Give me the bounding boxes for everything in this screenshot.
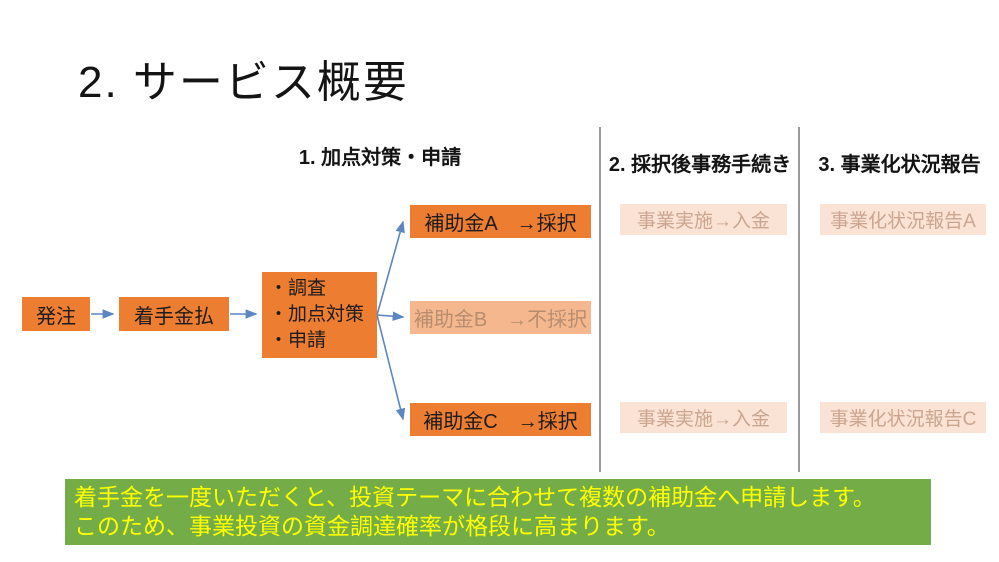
phase-header-1: 1. 加点対策・申請 [298,147,462,169]
banner-line-1: 着手金を一度いただくと、投資テーマに合わせて複数の補助金へ申請します。 [74,484,876,510]
column-divider-2 [798,127,800,472]
tasks-box: ・調査 ・加点対策 ・申請 [262,272,377,358]
arrow-tasks-to-subsidy-a [376,220,405,316]
subsidy-c-box: 補助金C →採択 [410,403,591,436]
phase-header-3: 3. 事業化状況報告 [818,154,981,176]
subsidy-b-box: 補助金B →不採択 [410,301,591,334]
deposit-box: 着手金払 [119,297,229,331]
task-research: ・調査 [269,277,327,299]
summary-banner: 着手金を一度いただくと、投資テーマに合わせて複数の補助金へ申請します。 このため… [65,479,931,545]
arrow-tasks-to-subsidy-c [376,314,406,421]
slide-title: 2. サービス概要 [78,58,409,107]
report-box-c: 事業化状況報告C [820,402,986,433]
execution-box-a: 事業実施→入金 [620,204,787,235]
subsidy-a-box: 補助金A →採択 [410,205,591,238]
execution-box-c: 事業実施→入金 [620,402,787,433]
report-box-a: 事業化状況報告A [820,204,986,235]
column-divider-1 [599,127,601,472]
task-bonus-measures: ・加点対策 [269,303,365,325]
task-application: ・申請 [269,330,327,352]
arrow-tasks-to-subsidy-b [376,311,405,321]
phase-header-2: 2. 採択後事務手続き [608,154,792,176]
order-box: 発注 [22,297,90,331]
banner-line-2: このため、事業投資の資金調達確率が格段に高まります。 [74,513,670,539]
